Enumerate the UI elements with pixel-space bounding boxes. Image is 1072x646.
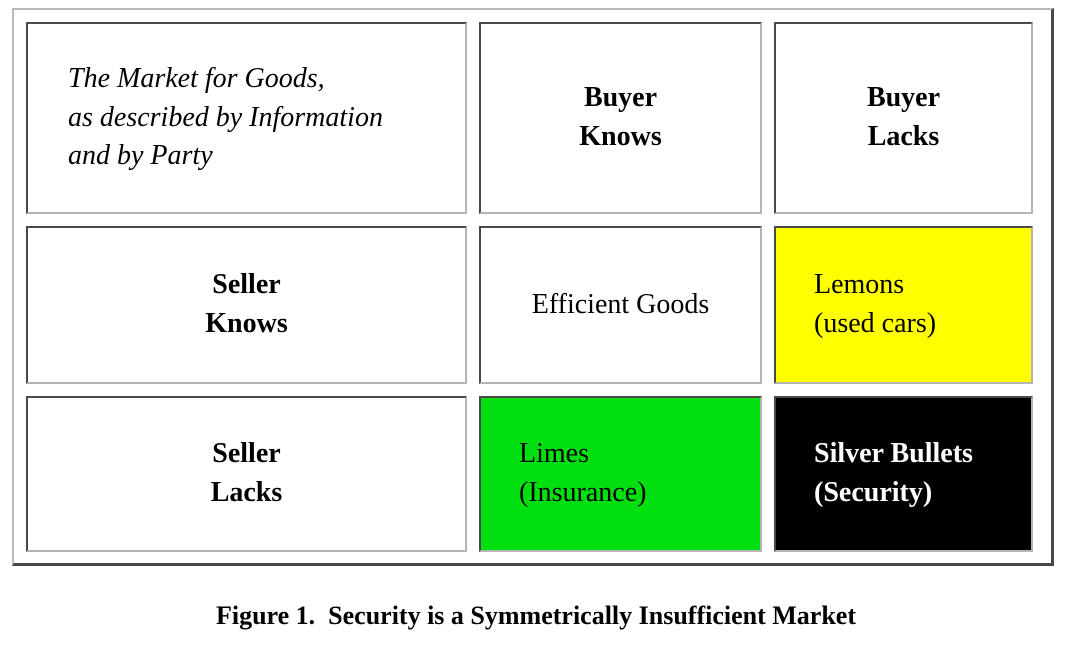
- matrix-title-cell: The Market for Goods, as described by In…: [26, 22, 467, 214]
- row-header-line: Seller: [212, 438, 281, 470]
- row-header-seller-knows: Seller Knows: [26, 226, 467, 384]
- cell-text-line: Silver Bullets: [814, 438, 973, 470]
- figure-caption: Figure 1. Security is a Symmetrically In…: [215, 601, 857, 630]
- cell-limes: Limes (Insurance): [479, 396, 762, 552]
- cell-efficient-goods: Efficient Goods: [479, 226, 762, 384]
- cell-text-line: Efficient Goods: [531, 288, 710, 320]
- market-matrix: The Market for Goods, as described by In…: [12, 8, 1054, 566]
- row-header-line: Knows: [205, 308, 288, 339]
- col-header-line: Knows: [579, 121, 662, 152]
- matrix-title-line: and by Party: [68, 140, 213, 172]
- col-header-line: Lacks: [867, 121, 940, 152]
- col-header-buyer-lacks: Buyer Lacks: [774, 22, 1033, 214]
- cell-text-line: (used cars): [814, 308, 937, 339]
- row-header-line: Lacks: [210, 477, 283, 508]
- cell-text-line: (Security): [814, 477, 933, 508]
- col-header-line: Buyer: [866, 82, 941, 114]
- cell-text-line: (Insurance): [519, 477, 647, 508]
- row-header-seller-lacks: Seller Lacks: [26, 396, 467, 552]
- matrix-title-line: The Market for Goods,: [68, 63, 325, 95]
- col-header-line: Buyer: [583, 82, 658, 114]
- matrix-title-line: as described by Information: [68, 101, 383, 133]
- row-header-line: Seller: [212, 269, 281, 301]
- cell-lemons: Lemons (used cars): [774, 226, 1033, 384]
- cell-silver-bullets: Silver Bullets (Security): [774, 396, 1033, 552]
- cell-text-line: Limes: [519, 438, 589, 470]
- cell-text-line: Lemons: [814, 269, 905, 301]
- col-header-buyer-knows: Buyer Knows: [479, 22, 762, 214]
